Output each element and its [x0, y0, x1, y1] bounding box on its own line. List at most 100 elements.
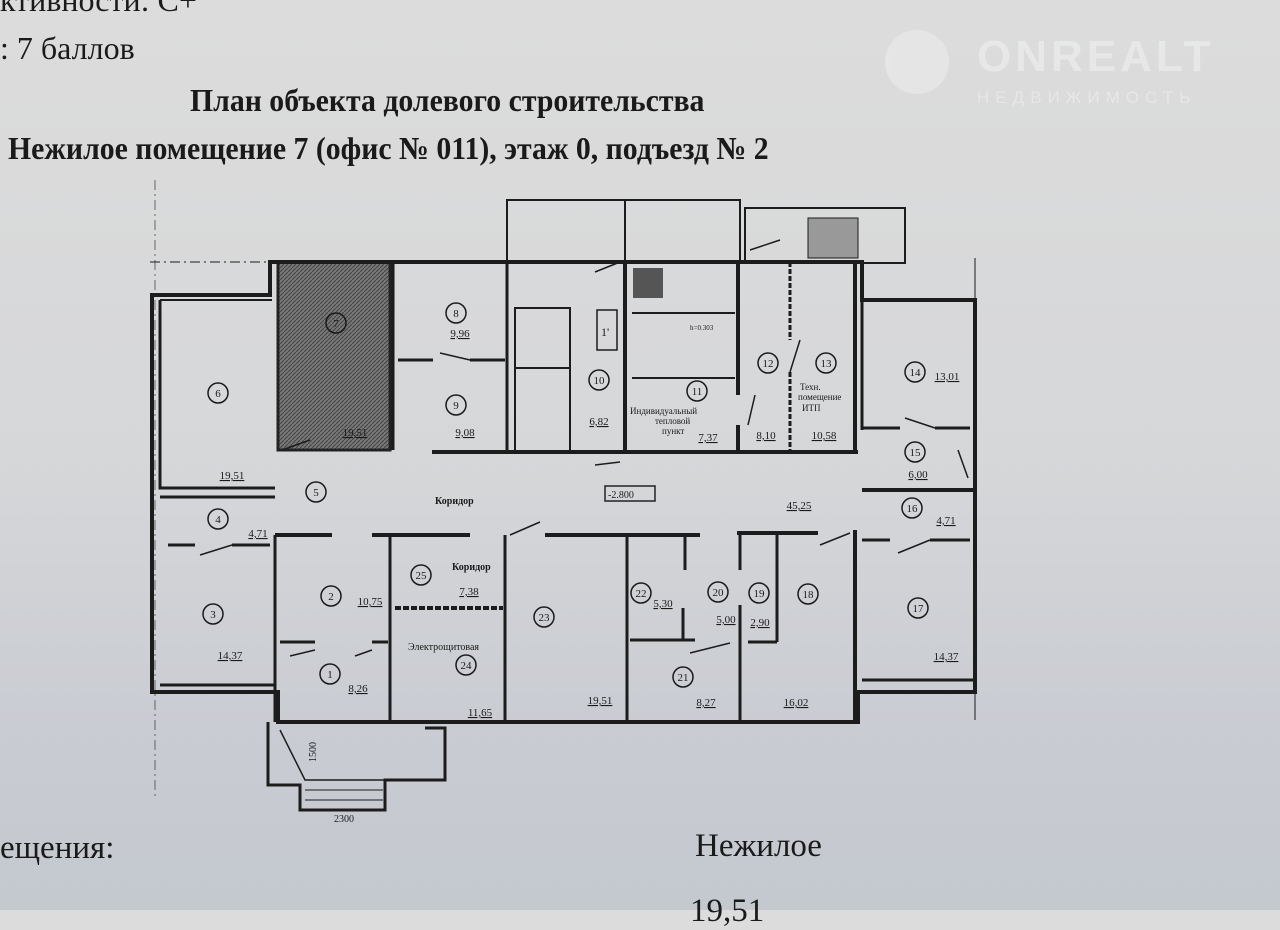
walls: [150, 180, 977, 812]
room-number-circle: [207, 508, 229, 530]
room-area: 16,02: [784, 697, 809, 709]
room-number: 18: [803, 589, 815, 601]
room-number: 14: [910, 367, 922, 379]
room-area: 45,25: [787, 500, 812, 512]
height-mark: h=0.303: [690, 324, 714, 332]
room-number: 20: [713, 587, 725, 599]
room-number-circle: [320, 585, 342, 607]
room-number-circle: [455, 654, 477, 676]
heat-point-label-1: Индивидуальный: [630, 406, 697, 416]
room-number: 22: [636, 588, 647, 600]
room-number: 5: [313, 487, 319, 499]
heat-point-label-2: тепловой: [655, 416, 690, 426]
room-number-circle: [202, 603, 224, 625]
room-number: 12: [763, 358, 774, 370]
room-number-circle: [797, 583, 819, 605]
room-number: 4: [215, 514, 221, 526]
document-subtitle: Нежилое помещение 7 (офис № 011), этаж 0…: [8, 130, 769, 166]
room-area: 4,71: [248, 528, 267, 540]
plan-text-labels: Коридор Коридор Электрощитовая Индивидуа…: [308, 324, 841, 825]
room-area: 9,96: [450, 328, 470, 340]
corridor-label: Коридор: [435, 496, 474, 507]
room-area: 7,38: [459, 586, 479, 598]
room-number: 13: [821, 358, 833, 370]
porch-width-dimension: 2300: [334, 814, 354, 825]
room-number: 17: [913, 603, 925, 615]
tech-room-label-1: Техн.: [800, 382, 821, 392]
room-number: 15: [910, 447, 922, 459]
room-number: 23: [539, 612, 551, 624]
room-area: 5,30: [653, 598, 673, 610]
room-number: 10: [594, 375, 606, 387]
corridor-25-label: Коридор: [452, 562, 491, 573]
room-number: 6: [215, 388, 221, 400]
premises-label: ещения:: [0, 830, 115, 866]
room-number-circle: [757, 352, 779, 374]
room-number-circle: [207, 382, 229, 404]
room-area: 4,71: [936, 515, 955, 527]
score-line: : 7 баллов: [0, 30, 135, 66]
room-area: 19,51: [343, 427, 368, 439]
document-title: План объекта долевого строительства: [190, 82, 705, 118]
electrical-room-label: Электрощитовая: [408, 642, 479, 653]
room-area: 14,37: [934, 651, 959, 663]
room-number-circle: [748, 582, 770, 604]
room-number: 7: [333, 318, 339, 330]
room-number: 2: [328, 591, 334, 603]
room-area: 11,65: [468, 707, 493, 719]
room-number-circle: [325, 312, 347, 334]
energy-class-line: ктивности: С+: [0, 0, 197, 18]
room-area: 19,51: [588, 695, 613, 707]
room-number: 16: [907, 503, 919, 515]
room-number: 24: [461, 660, 473, 672]
room-number-circle: [319, 663, 341, 685]
room-number: 19: [754, 588, 766, 600]
level-mark: -2.800: [608, 490, 634, 501]
room-area: 8,26: [348, 683, 368, 695]
floor-plan: 1 8,26 2 10,75 3 14,37 4 4,71 5 45,25 6 19,51 7 19,51…: [150, 180, 977, 825]
room-number-circle: [533, 606, 555, 628]
room-area: 14,37: [218, 650, 243, 662]
room-number-circle: [686, 380, 708, 402]
room-number: 11: [692, 386, 703, 398]
room-number-circle: [410, 564, 432, 586]
room-number-circle: [630, 582, 652, 604]
room-area: 10,58: [812, 430, 837, 442]
room-number-circle: [445, 302, 467, 324]
room-number: 21: [678, 672, 689, 684]
room-number: 9: [453, 400, 459, 412]
heat-point-label-3: пункт: [662, 426, 684, 436]
room-area: 6,82: [589, 416, 608, 428]
tech-room-label-2: помещение: [798, 392, 841, 402]
room-number-circle: [707, 581, 729, 603]
room-area: 7,37: [698, 432, 718, 444]
room-number: 3: [210, 609, 216, 621]
room-number-circle: [907, 597, 929, 619]
room-number: 1: [327, 669, 333, 681]
level-mark-box: [604, 485, 656, 502]
room-number-circle: [588, 369, 610, 391]
room-area: 5,00: [716, 614, 736, 626]
room-area: 8,10: [756, 430, 776, 442]
room-area: 2,90: [750, 617, 770, 629]
watermark-house-icon: [885, 30, 949, 94]
room-number-circle: [815, 352, 837, 374]
room-area: 8,27: [696, 697, 716, 709]
room-7-highlight: [276, 260, 392, 452]
room-number-circle: [904, 441, 926, 463]
room-1prime-label: 1': [601, 325, 609, 339]
room-labels: 1 8,26 2 10,75 3 14,37 4 4,71 5 45,25 6 19,51 7 19,51…: [202, 302, 960, 719]
watermark-name: ONREALT: [977, 32, 1215, 81]
room-number-circle: [901, 497, 923, 519]
room-number: 8: [453, 308, 459, 320]
room-number-circle: [672, 666, 694, 688]
room-area: 10,75: [358, 596, 383, 608]
room-area: 6,00: [908, 469, 928, 481]
premises-type-value: Нежилое: [695, 828, 822, 864]
premises-area-value: 19,51: [690, 893, 765, 929]
room-area: 13,01: [935, 371, 960, 383]
room-area: 9,08: [455, 427, 475, 439]
room-number-circle: [305, 481, 327, 503]
tech-room-label-3: ИТП: [802, 403, 821, 413]
room-number: 25: [416, 570, 428, 582]
